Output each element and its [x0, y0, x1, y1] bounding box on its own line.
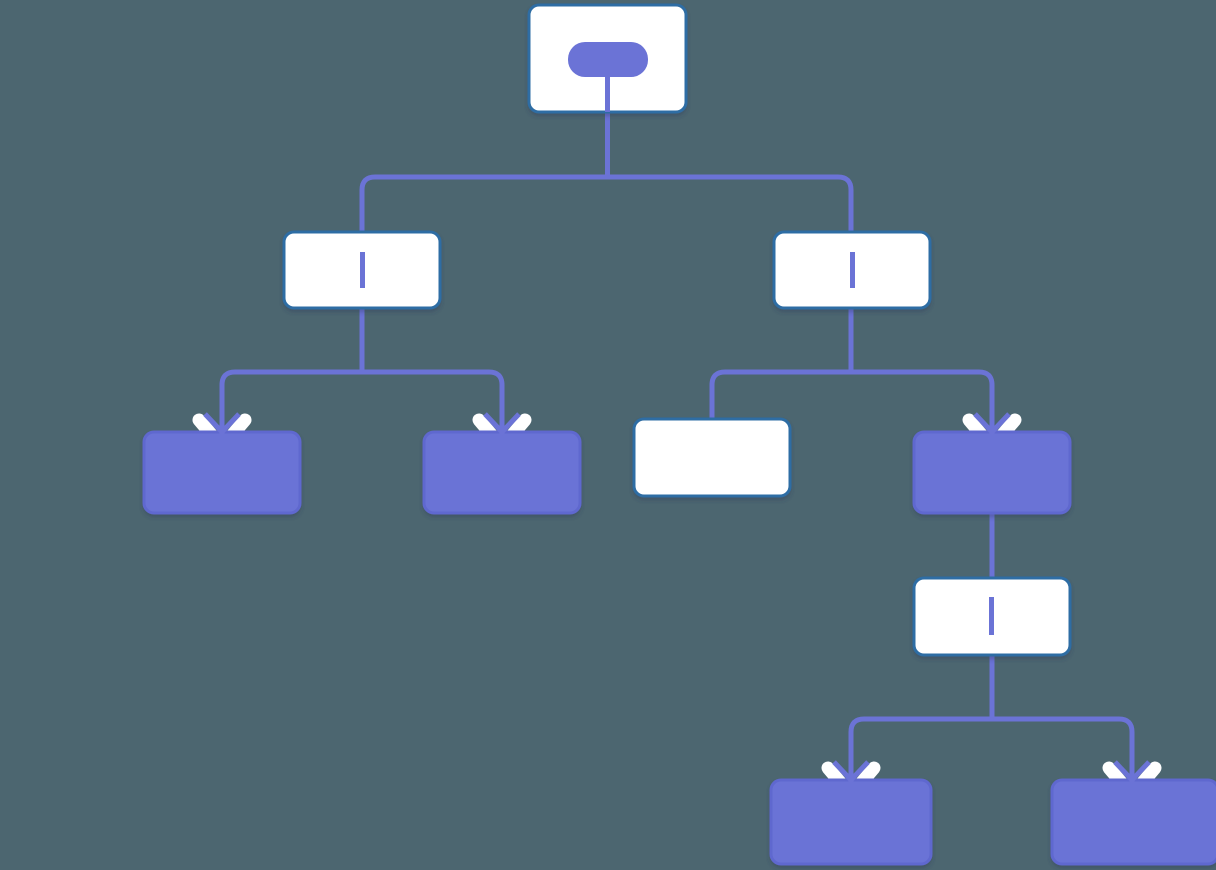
node-n9[interactable] [769, 778, 933, 866]
node-n9-box[interactable] [769, 778, 933, 866]
node-n4[interactable] [142, 430, 302, 515]
node-n2-inner-line [360, 252, 365, 288]
node-n10-box[interactable] [1050, 778, 1216, 866]
node-n7-box[interactable] [912, 430, 1072, 515]
edge-n1-n3 [607, 174, 854, 309]
node-n10[interactable] [1050, 778, 1216, 866]
edge-n8-n10 [992, 716, 1135, 780]
edge-n3-n6 [709, 369, 851, 419]
node-n6[interactable] [632, 417, 792, 498]
edge-n2-n5 [362, 369, 505, 432]
node-n1-pill [568, 42, 648, 77]
edge-n8-n9 [848, 716, 992, 780]
node-n1[interactable] [527, 3, 688, 114]
node-n2[interactable] [282, 230, 442, 310]
node-n3-inner-line [850, 252, 855, 288]
node-n8[interactable] [912, 576, 1072, 657]
node-n7[interactable] [912, 430, 1072, 515]
node-n8-inner-line [989, 597, 994, 635]
arrowheads-layer [203, 412, 1151, 784]
edge-n1-n2 [359, 174, 608, 309]
node-n6-box[interactable] [632, 417, 792, 498]
nodes-layer [142, 3, 1216, 866]
node-n5[interactable] [422, 430, 582, 515]
edge-n2-n4 [219, 369, 362, 432]
node-n1-pill-stem [605, 70, 610, 112]
node-n5-box[interactable] [422, 430, 582, 515]
node-n4-box[interactable] [142, 430, 302, 515]
edge-n3-n7 [851, 369, 995, 432]
node-n3[interactable] [772, 230, 932, 310]
edges-layer [219, 108, 1135, 780]
